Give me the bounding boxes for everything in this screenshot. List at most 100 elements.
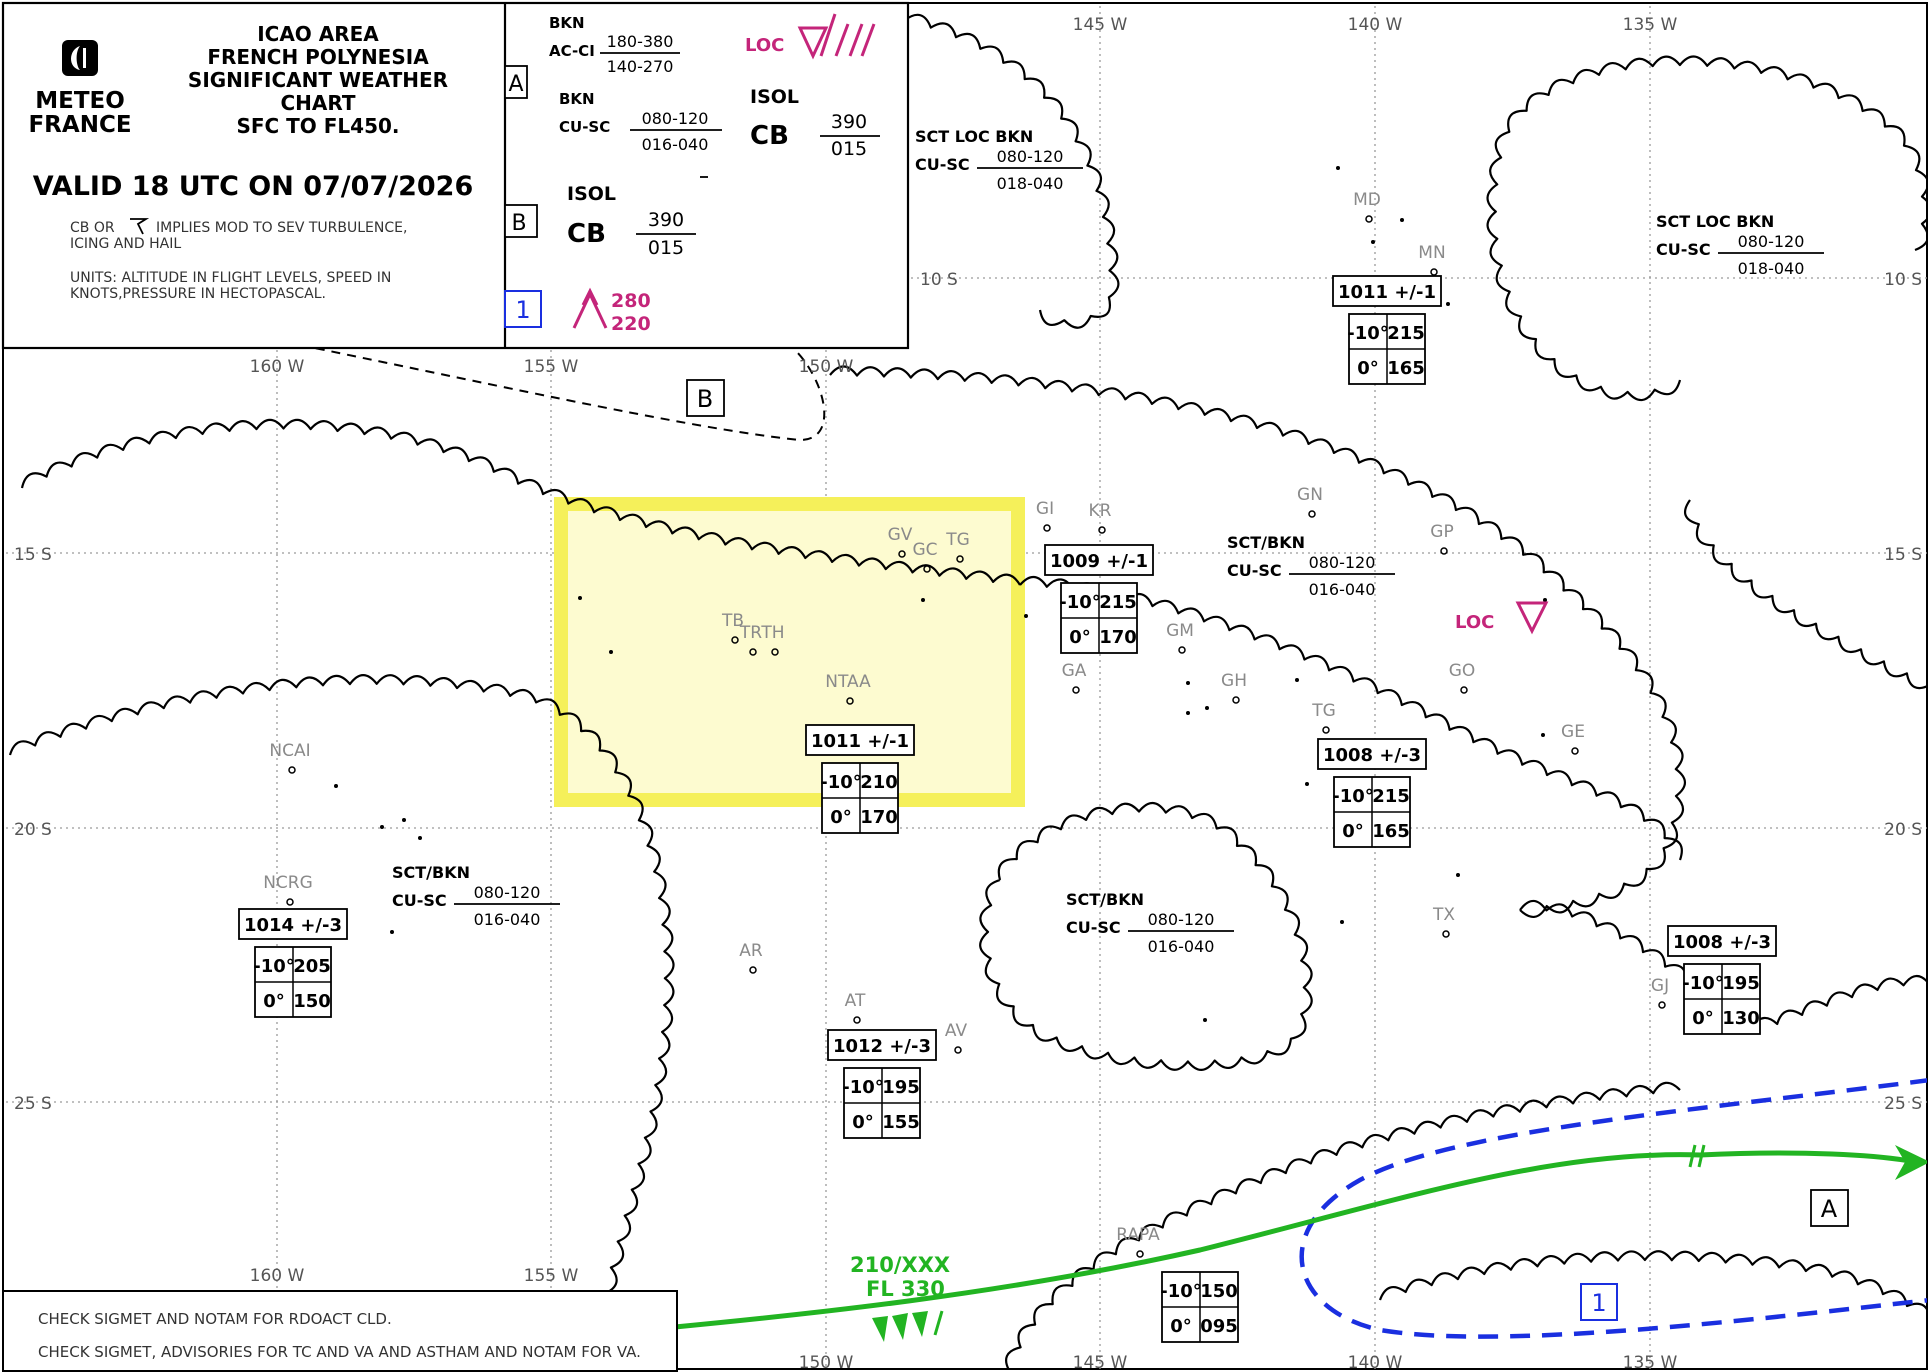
- station-label: GA: [1062, 661, 1087, 681]
- freezing-level-value: 130: [1722, 1008, 1760, 1029]
- cloud-top: 080-120: [474, 883, 541, 902]
- chart-title-line: ICAO AREA: [257, 22, 379, 46]
- highlight-area: [554, 497, 1025, 807]
- station-marker-icon: [1098, 526, 1106, 534]
- longitude-label: 145 W: [1073, 1353, 1128, 1372]
- area-a-label: A: [1821, 1195, 1838, 1223]
- station-label: GJ: [1651, 976, 1669, 996]
- loc-label: LOC: [1455, 612, 1494, 633]
- longitude-label: 135 W: [1623, 1353, 1678, 1372]
- tropopause-high-icon: [572, 287, 608, 329]
- longitude-label: 140 W: [1348, 15, 1403, 35]
- freezing-level-label: 0°: [852, 1112, 874, 1133]
- station-label: TG: [1311, 701, 1336, 721]
- station-marker-icon: [1232, 696, 1240, 704]
- latitude-label: 20 S: [1884, 820, 1922, 840]
- legend-bkn-cloud: CU-SC: [559, 118, 610, 136]
- legend-bkn-top: 080-120: [642, 109, 709, 128]
- isotherm-minus10-level: 215: [1372, 786, 1410, 807]
- station-marker-icon: [1136, 1250, 1144, 1258]
- area-1-boundary: [1299, 1078, 1927, 1339]
- longitude-label: 155 W: [524, 357, 579, 377]
- freezing-level-label: 0°: [263, 991, 285, 1012]
- cloud-boundary-central-band: [1019, 575, 1683, 861]
- cloud-top: 080-120: [1148, 910, 1215, 929]
- legend-a-top: 180-380: [607, 32, 674, 51]
- freezing-level-value: 150: [293, 991, 331, 1012]
- chart-title-line: SFC TO FL450.: [236, 114, 399, 138]
- legend-b-top: 390: [648, 209, 684, 231]
- legend-b-label: B: [511, 211, 526, 236]
- station-marker-icon: [846, 697, 854, 705]
- station-marker-icon: [923, 565, 931, 573]
- freezing-level-value: 170: [860, 807, 898, 828]
- surface-pressure: 1012 +/-3: [833, 1036, 931, 1057]
- station-label: AV: [945, 1021, 968, 1041]
- latitude-label: 25 S: [1884, 1094, 1922, 1114]
- station-label: NCAI: [269, 741, 310, 761]
- cloud-boundaries: [8, 13, 1927, 1369]
- footer-line1: CHECK SIGMET AND NOTAM FOR RDOACT CLD.: [38, 1310, 392, 1328]
- station-label: GE: [1561, 722, 1585, 742]
- cloud-base: 016-040: [474, 910, 541, 929]
- station-label: RAPA: [1116, 1225, 1160, 1245]
- station-label: NCRG: [263, 873, 313, 893]
- latitude-label: 25 S: [14, 1094, 52, 1114]
- legend-a-bottom: 140-270: [607, 57, 674, 76]
- longitude-label: 160 W: [250, 1266, 305, 1286]
- station-marker-icon: [853, 1016, 861, 1024]
- station-marker-icon: [749, 966, 757, 974]
- note-cb-line2: ICING AND HAIL: [70, 236, 181, 252]
- footer-line2: CHECK SIGMET, ADVISORIES FOR TC AND VA A…: [38, 1343, 641, 1361]
- latitude-label: 15 S: [1884, 545, 1922, 565]
- legend-b-marker: [504, 204, 538, 238]
- cloud-base: 018-040: [997, 174, 1064, 193]
- isotherm-minus10-level: 150: [1200, 1281, 1238, 1302]
- legend-cb-top: 390: [831, 111, 867, 133]
- turbulence-symbol-icon: [130, 218, 150, 235]
- freezing-level-value: 170: [1099, 627, 1137, 648]
- station-label: TH: [760, 623, 784, 643]
- station-marker-icon: [1658, 1001, 1666, 1009]
- jet-speed-label: 210/XXX: [850, 1253, 950, 1277]
- freezing-level-label: 0°: [1069, 627, 1091, 648]
- area-b-marker: [686, 379, 725, 417]
- station-marker-icon: [1365, 215, 1373, 223]
- station-marker-icon: [1460, 686, 1468, 694]
- station-label: TR: [739, 623, 762, 643]
- legend-bkn-bottom: 016-040: [642, 135, 709, 154]
- cloud-coverage: SCT/BKN: [392, 863, 470, 882]
- org-name-line2: FRANCE: [28, 112, 131, 138]
- org-name-line1: METEO: [35, 88, 125, 114]
- station-label: TX: [1432, 905, 1455, 925]
- cloud-boundary-ne: [1486, 55, 1927, 402]
- jet-speed-barbs-icon: [872, 1311, 928, 1342]
- legend-1-label: 1: [515, 296, 530, 324]
- cloud-boundary-south: [1005, 1081, 1681, 1369]
- isotherm-minus10-label: -10°: [1347, 323, 1389, 344]
- legend-b-bottom: 015: [648, 237, 684, 259]
- station-label: GP: [1430, 522, 1453, 542]
- longitude-label: 135 W: [1623, 15, 1678, 35]
- station-label: GC: [912, 540, 937, 560]
- longitude-label: 160 W: [250, 357, 305, 377]
- legend-1-bottom: 220: [611, 313, 651, 335]
- surface-pressure: 1011 +/-1: [811, 731, 909, 752]
- jet-level-label: FL 330: [866, 1277, 945, 1301]
- cloud-type: CU-SC: [915, 155, 970, 174]
- legend-hatch-icon: [819, 13, 876, 57]
- freezing-level-value: 155: [882, 1112, 920, 1133]
- legend-1-top: 280: [611, 290, 651, 312]
- area-b-boundary: [299, 344, 826, 442]
- station-label: GV: [888, 525, 913, 545]
- station-marker-icon: [1571, 747, 1579, 755]
- legend-isol-label: ISOL: [750, 86, 799, 108]
- isotherm-minus10-level: 195: [882, 1077, 920, 1098]
- isotherm-minus10-level: 210: [860, 772, 898, 793]
- surface-pressure: 1008 +/-3: [1323, 745, 1421, 766]
- area-1-marker: [1580, 1283, 1618, 1321]
- cloud-top: 080-120: [1738, 232, 1805, 251]
